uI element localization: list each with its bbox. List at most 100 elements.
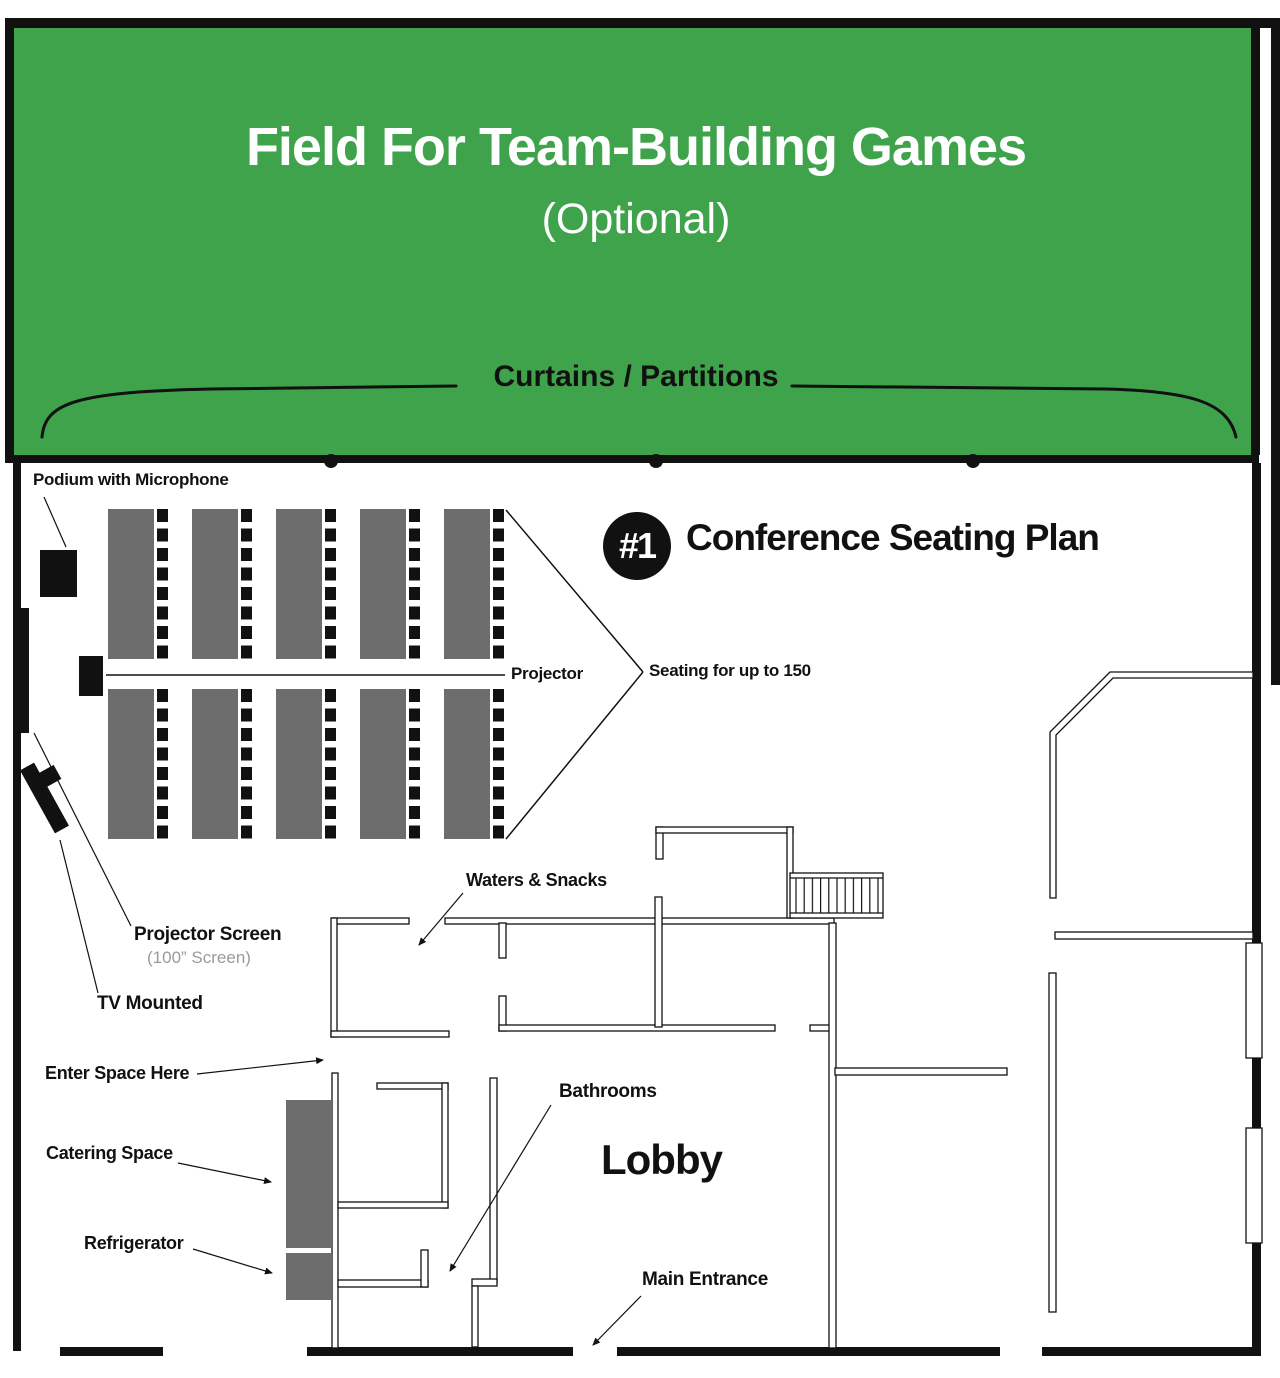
refrigerator-label: Refrigerator bbox=[84, 1233, 184, 1253]
wall-lobby-right bbox=[828, 922, 837, 1349]
partition-anchor-dot bbox=[324, 454, 338, 468]
field-title: Field For Team-Building Games bbox=[245, 117, 1027, 177]
table-slab bbox=[360, 509, 406, 659]
conference-table bbox=[108, 509, 168, 659]
conference-table bbox=[192, 509, 252, 659]
wall-bottom-segment bbox=[617, 1347, 1000, 1356]
arrow-refrigerator bbox=[192, 1248, 273, 1275]
conference-table bbox=[108, 689, 168, 839]
wall-bathroom-top bbox=[376, 1082, 449, 1090]
tv-mounted-label: TV Mounted bbox=[97, 993, 203, 1014]
projector-label: Projector bbox=[511, 664, 583, 683]
projector-screen-detail-label: (100” Screen) bbox=[147, 948, 251, 967]
bathrooms-label: Bathrooms bbox=[559, 1081, 657, 1102]
chair-column bbox=[493, 509, 504, 659]
podium-shape bbox=[40, 550, 77, 597]
conference-table bbox=[192, 689, 252, 839]
leader-podium bbox=[43, 496, 67, 548]
wall-divider bbox=[654, 896, 663, 1028]
arrow-catering bbox=[177, 1162, 272, 1185]
seating-guide-line bbox=[505, 671, 644, 840]
catering-space-label: Catering Space bbox=[46, 1143, 173, 1163]
conference-table bbox=[360, 509, 420, 659]
wall-waters-left bbox=[330, 917, 338, 1038]
wall-bottom-segment bbox=[60, 1347, 163, 1356]
wall-bottom-segment bbox=[1042, 1347, 1261, 1356]
wall-waters-top bbox=[331, 917, 410, 925]
conference-table bbox=[360, 689, 420, 839]
table-slab bbox=[444, 509, 490, 659]
conference-table bbox=[444, 689, 504, 839]
table-slab bbox=[192, 509, 238, 659]
table-slab bbox=[108, 689, 154, 839]
chair-column bbox=[157, 689, 168, 839]
wall-bathroom-right bbox=[441, 1082, 449, 1209]
chair-column bbox=[325, 689, 336, 839]
wall-left bbox=[13, 463, 21, 1351]
table-row-top bbox=[108, 509, 504, 659]
team-building-field bbox=[13, 28, 1259, 455]
conference-table bbox=[276, 509, 336, 659]
wall-lobby-horizontal bbox=[834, 1067, 1008, 1076]
door-right-wall-upper bbox=[1245, 942, 1263, 1059]
table-slab bbox=[444, 689, 490, 839]
plan-number-badge: #1 bbox=[603, 512, 671, 580]
wall-upper-room-top bbox=[655, 826, 794, 834]
wall-stub bbox=[498, 922, 507, 959]
table-row-bottom bbox=[108, 689, 504, 839]
frame-right bbox=[1271, 18, 1280, 685]
arrow-enter-space bbox=[196, 1057, 324, 1075]
lobby-label: Lobby bbox=[601, 1136, 723, 1183]
wall-corridor-top bbox=[444, 917, 835, 925]
projector-shape bbox=[79, 656, 103, 696]
stairs-hatch bbox=[792, 878, 881, 913]
partition-track-wall bbox=[13, 455, 1259, 463]
leader-projector-screen bbox=[33, 732, 132, 927]
wall-catering-right bbox=[331, 1072, 339, 1349]
podium-label: Podium with Microphone bbox=[33, 470, 229, 489]
conference-table bbox=[444, 509, 504, 659]
partition-anchor-dot bbox=[966, 454, 980, 468]
frame-top bbox=[5, 18, 1275, 28]
field-subtitle: (Optional) bbox=[541, 195, 731, 243]
leader-tv bbox=[59, 839, 99, 994]
tv-mounted-shape bbox=[20, 762, 69, 834]
conference-table bbox=[276, 689, 336, 839]
chair-column bbox=[409, 509, 420, 659]
chair-column bbox=[493, 689, 504, 839]
projector-screen-shape bbox=[18, 608, 29, 733]
wall-bath-divider-step bbox=[471, 1278, 498, 1287]
wall-l-shape bbox=[337, 1279, 429, 1288]
seating-capacity-label: Seating for up to 150 bbox=[649, 661, 811, 680]
wall-bath-divider-lower bbox=[471, 1285, 479, 1348]
chair-column bbox=[325, 509, 336, 659]
wall-right-vertical bbox=[1048, 972, 1057, 1313]
seating-guide-line bbox=[505, 509, 644, 673]
wall-bathroom-bottom bbox=[337, 1201, 449, 1209]
arrow-bathrooms bbox=[449, 1104, 552, 1272]
projector-screen-label: Projector Screen bbox=[134, 924, 282, 945]
wall-right bbox=[1252, 463, 1261, 1355]
wall-waters-bottom bbox=[330, 1030, 450, 1038]
wall-bath-divider bbox=[489, 1077, 498, 1284]
enter-space-label: Enter Space Here bbox=[45, 1063, 190, 1083]
arrow-main-entrance bbox=[592, 1295, 642, 1346]
chair-column bbox=[241, 689, 252, 839]
curtains-label: Curtains / Partitions bbox=[493, 360, 779, 393]
chair-column bbox=[241, 509, 252, 659]
refrigerator-shape bbox=[286, 1253, 332, 1300]
field-right-border bbox=[1251, 28, 1260, 455]
catering-space-shape bbox=[286, 1100, 332, 1248]
chair-column bbox=[157, 509, 168, 659]
table-slab bbox=[108, 509, 154, 659]
plan-heading: Conference Seating Plan bbox=[686, 517, 1100, 558]
main-entrance-label: Main Entrance bbox=[642, 1269, 768, 1290]
door-right-wall-lower bbox=[1245, 1127, 1263, 1244]
frame-left bbox=[5, 18, 14, 463]
chair-column bbox=[409, 689, 420, 839]
wall-bottom-segment bbox=[307, 1347, 573, 1356]
wall-corridor-bottom bbox=[498, 1024, 776, 1032]
partition-anchor-dot bbox=[649, 454, 663, 468]
